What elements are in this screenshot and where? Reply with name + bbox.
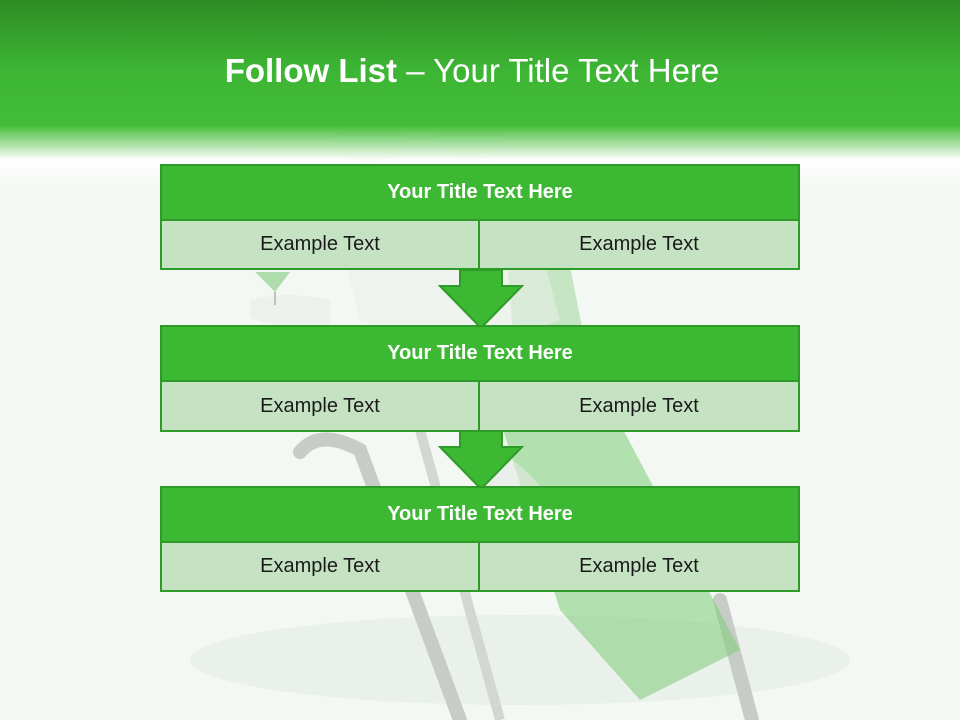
block-cell-left: Example Text: [160, 382, 480, 432]
block-cell-left: Example Text: [160, 543, 480, 592]
block-cell-right: Example Text: [480, 221, 800, 270]
title-rest: – Your Title Text Here: [406, 52, 720, 89]
list-block-3: Your Title Text Here Example Text Exampl…: [160, 486, 800, 592]
block-cell-right: Example Text: [480, 543, 800, 592]
block-cell-left: Example Text: [160, 221, 480, 270]
list-block-1: Your Title Text Here Example Text Exampl…: [160, 164, 800, 270]
block-cell-right: Example Text: [480, 382, 800, 432]
block-row: Example Text Example Text: [160, 543, 800, 592]
block-heading: Your Title Text Here: [160, 164, 800, 221]
slide-title: Follow List – Your Title Text Here: [0, 52, 944, 90]
list-block-2: Your Title Text Here Example Text Exampl…: [160, 325, 800, 432]
block-row: Example Text Example Text: [160, 221, 800, 270]
header-band: [0, 0, 960, 190]
block-heading: Your Title Text Here: [160, 486, 800, 543]
down-arrow-icon: [438, 270, 524, 330]
block-row: Example Text Example Text: [160, 382, 800, 432]
block-heading: Your Title Text Here: [160, 325, 800, 382]
down-arrow-icon: [438, 431, 524, 491]
title-strong: Follow List: [224, 52, 398, 89]
